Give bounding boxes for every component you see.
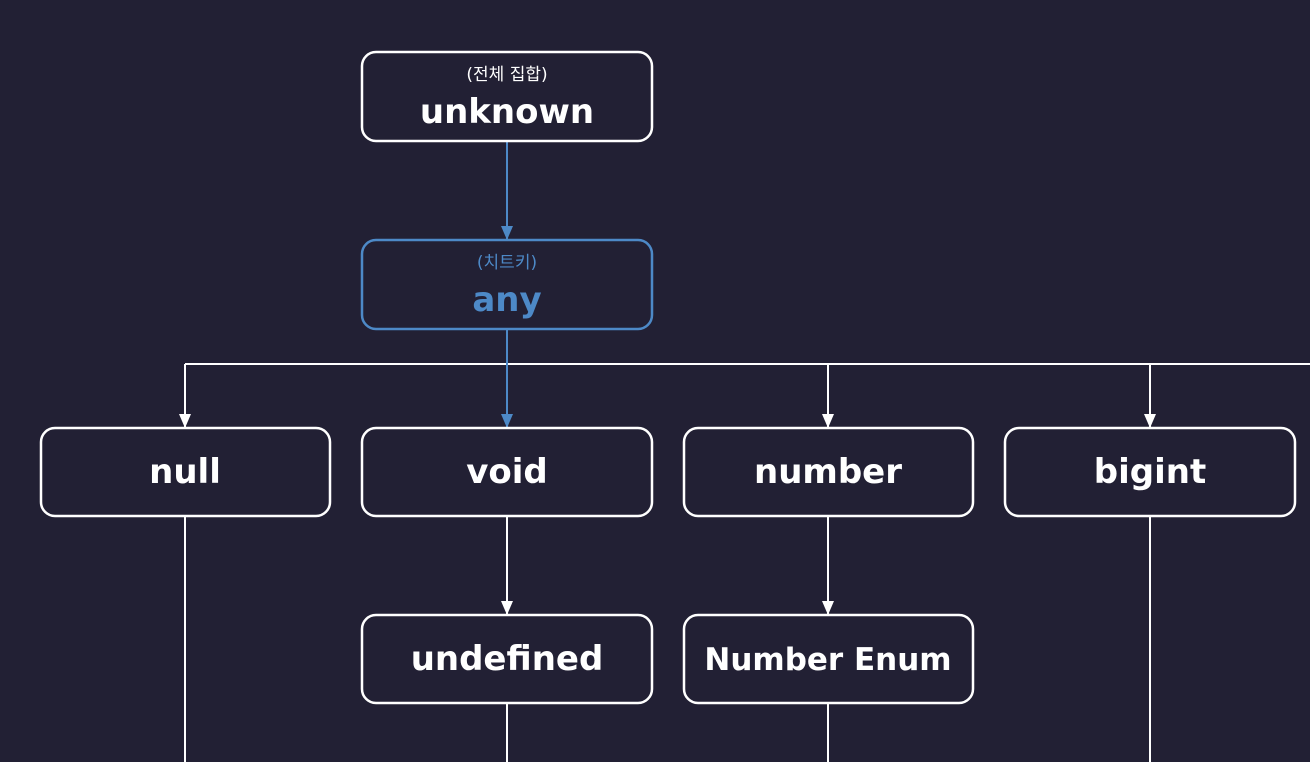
node-unknown-label: unknown — [420, 92, 594, 132]
node-number-enum: Number Enum — [682, 613, 975, 705]
node-any: (치트키) any — [360, 238, 654, 331]
node-any-sublabel: (치트키) — [477, 253, 537, 273]
node-number-label: number — [754, 452, 902, 492]
edges — [179, 142, 1310, 762]
node-number: number — [682, 426, 975, 518]
node-void: void — [360, 426, 654, 518]
node-bigint-label: bigint — [1094, 452, 1206, 492]
node-number-enum-label: Number Enum — [704, 642, 951, 678]
node-unknown: (전체 집합) unknown — [360, 50, 654, 143]
node-void-label: void — [466, 452, 548, 492]
node-undefined-label: undefined — [411, 639, 604, 679]
node-any-label: any — [472, 280, 541, 320]
node-bigint: bigint — [1003, 426, 1297, 518]
node-unknown-sublabel: (전체 집합) — [466, 65, 547, 85]
node-null: null — [39, 426, 332, 518]
node-null-label: null — [149, 452, 221, 492]
node-undefined: undefined — [360, 613, 654, 705]
